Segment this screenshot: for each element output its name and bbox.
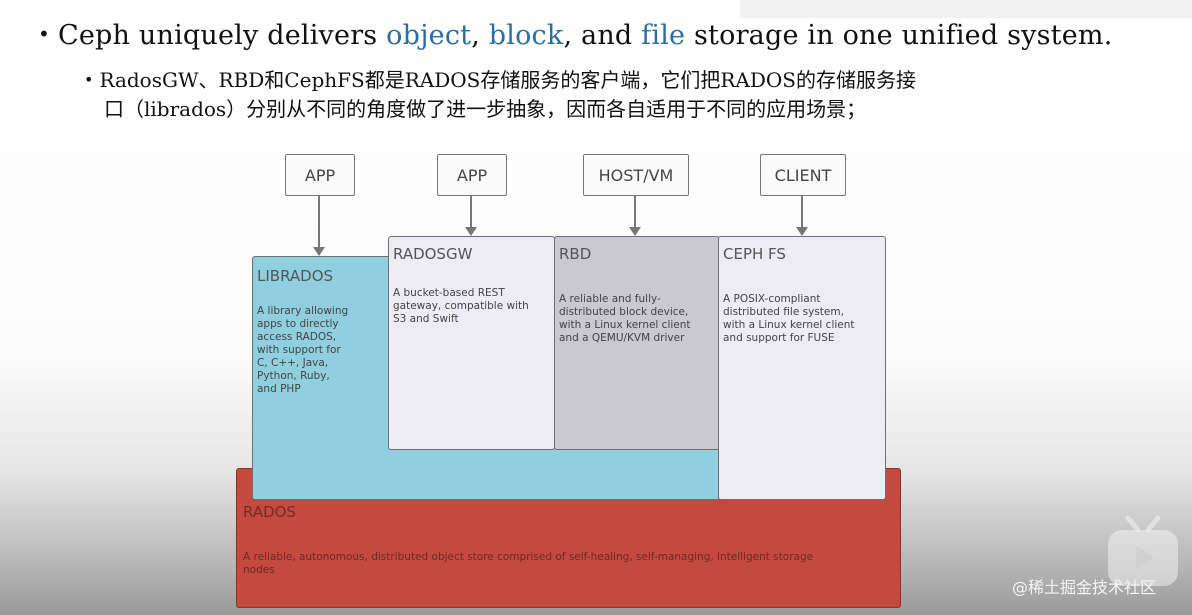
client-app-1: APP — [285, 154, 355, 196]
bullet-sep1: , — [471, 20, 489, 51]
librados-title: LIBRADOS — [257, 267, 334, 285]
arrow-client-to-cephfs — [801, 195, 803, 228]
cephfs-desc-line: and support for FUSE — [723, 332, 835, 344]
librados-desc-line: access RADOS, — [257, 331, 337, 343]
radosgw-desc: A bucket-based REST gateway, compatible … — [393, 287, 529, 326]
librados-desc-line: Python, Ruby, — [257, 370, 330, 382]
radosgw-desc-line: A bucket-based REST — [393, 287, 505, 299]
rados-desc-line: nodes — [243, 564, 275, 576]
watermark-text: @稀土掘金技术社区 — [1012, 578, 1157, 597]
cephfs-title: CEPH FS — [723, 245, 786, 263]
cephfs-desc-line: A POSIX-compliant — [723, 293, 821, 305]
rbd-desc-line: distributed block device, — [559, 306, 689, 318]
sub-bullet-text-1: RadosGW、RBD和CephFS都是RADOS存储服务的客户端，它们把RAD… — [99, 68, 916, 92]
arrow-app-2-to-radosgw — [470, 195, 472, 228]
rados-title: RADOS — [243, 503, 296, 521]
client-client: CLIENT — [760, 154, 846, 196]
rbd-desc-line: A reliable and fully- — [559, 293, 661, 305]
sub-bullet-line-2: 口（librados）分别从不同的角度做了进一步抽象，因而各自适用于不同的应用场… — [104, 93, 1192, 122]
main-bullet: • Ceph uniquely delivers object, block, a… — [38, 20, 1178, 51]
rbd-box: RBD A reliable and fully- distributed bl… — [554, 236, 720, 450]
cephfs-box: CEPH FS A POSIX-compliant distributed fi… — [718, 236, 886, 500]
highlight-object: object — [386, 20, 472, 51]
sub-bullet-line-1: • RadosGW、RBD和CephFS都是RADOS存储服务的客户端，它们把RA… — [84, 64, 1174, 93]
rados-desc: A reliable, autonomous, distributed obje… — [243, 551, 893, 577]
radosgw-title: RADOSGW — [393, 245, 473, 263]
cephfs-desc-line: distributed file system, — [723, 306, 844, 318]
arrow-app-1-head — [313, 247, 325, 256]
librados-desc-line: with support for — [257, 344, 341, 356]
highlight-block: block — [488, 20, 564, 51]
arrow-client-head — [796, 227, 808, 236]
cephfs-desc-line: with a Linux kernel client — [723, 319, 855, 331]
arrow-host-vm-head — [629, 227, 641, 236]
radosgw-desc-line: gateway, compatible with — [393, 300, 529, 312]
tv-logo-icon — [1102, 512, 1184, 592]
librados-desc-line: and PHP — [257, 383, 301, 395]
radosgw-box: RADOSGW A bucket-based REST gateway, com… — [388, 236, 555, 450]
librados-desc-line: apps to directly — [257, 318, 339, 330]
librados-desc-line: C, C++, Java, — [257, 357, 329, 369]
highlight-file: file — [641, 20, 686, 51]
radosgw-desc-line: S3 and Swift — [393, 313, 459, 325]
sub-bullet-text-2: 口（librados）分别从不同的角度做了进一步抽象，因而各自适用于不同的应用场… — [104, 97, 867, 121]
arrow-app-2-head — [465, 227, 477, 236]
top-strip — [740, 0, 1192, 18]
rbd-desc: A reliable and fully- distributed block … — [559, 293, 691, 345]
rbd-desc-line: with a Linux kernel client — [559, 319, 691, 331]
bullet-sep2: , and — [563, 20, 642, 51]
rados-desc-line: A reliable, autonomous, distributed obje… — [243, 551, 814, 563]
bullet-dot: • — [38, 22, 50, 46]
librados-desc: A library allowing apps to directly acce… — [257, 305, 348, 396]
librados-desc-line: A library allowing — [257, 305, 349, 317]
sub-bullet-dot: • — [84, 70, 94, 89]
arrow-host-vm-to-rbd — [634, 195, 636, 228]
rbd-title: RBD — [559, 245, 592, 263]
bullet-suffix: storage in one unified system. — [685, 20, 1113, 51]
arrow-app-1-to-librados — [318, 195, 320, 248]
client-host-vm: HOST/VM — [583, 154, 689, 196]
client-app-2: APP — [437, 154, 507, 196]
cephfs-desc: A POSIX-compliant distributed file syste… — [723, 293, 855, 345]
rbd-desc-line: and a QEMU/KVM driver — [559, 332, 685, 344]
bullet-prefix: Ceph uniquely delivers — [58, 20, 387, 51]
